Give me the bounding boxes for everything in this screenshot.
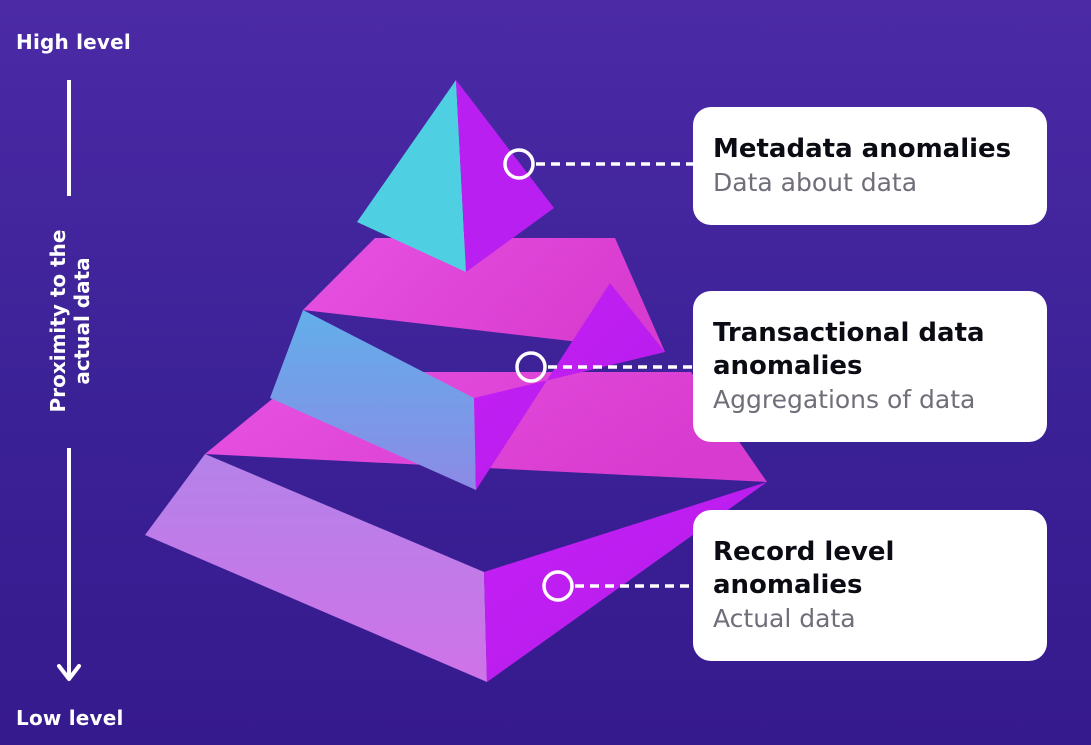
record-card: Record level anomalies Actual data [693, 510, 1047, 661]
transactional-card-subtitle: Aggregations of data [713, 385, 976, 414]
transactional-card-title-line1: Transactional data [713, 318, 985, 348]
axis-low-label: Low level [16, 706, 124, 730]
metadata-card-subtitle: Data about data [713, 168, 918, 197]
transactional-card-title-line2: anomalies [713, 351, 863, 381]
metadata-card-title: Metadata anomalies [713, 134, 1012, 164]
transactional-card: Transactional data anomalies Aggregation… [693, 291, 1047, 442]
record-card-title-line2: anomalies [713, 570, 863, 600]
middle-tier-front-face [270, 310, 476, 490]
axis-high-label: High level [16, 30, 131, 54]
middle-tier-right-face [474, 283, 665, 490]
record-card-title-line1: Record level [713, 537, 895, 567]
record-card-subtitle: Actual data [713, 604, 856, 633]
middle-tier-top-face [303, 238, 665, 352]
axis-arrow-head [57, 664, 81, 681]
connector-dot-transactional [515, 351, 547, 383]
top-tier-right-face [456, 80, 554, 272]
metadata-card: Metadata anomalies Data about data [693, 107, 1047, 225]
top-tier-left-face [357, 80, 466, 272]
connector-dot-record [542, 570, 574, 602]
connector-dot-metadata [503, 148, 535, 180]
bottom-tier-front-face [145, 454, 487, 682]
